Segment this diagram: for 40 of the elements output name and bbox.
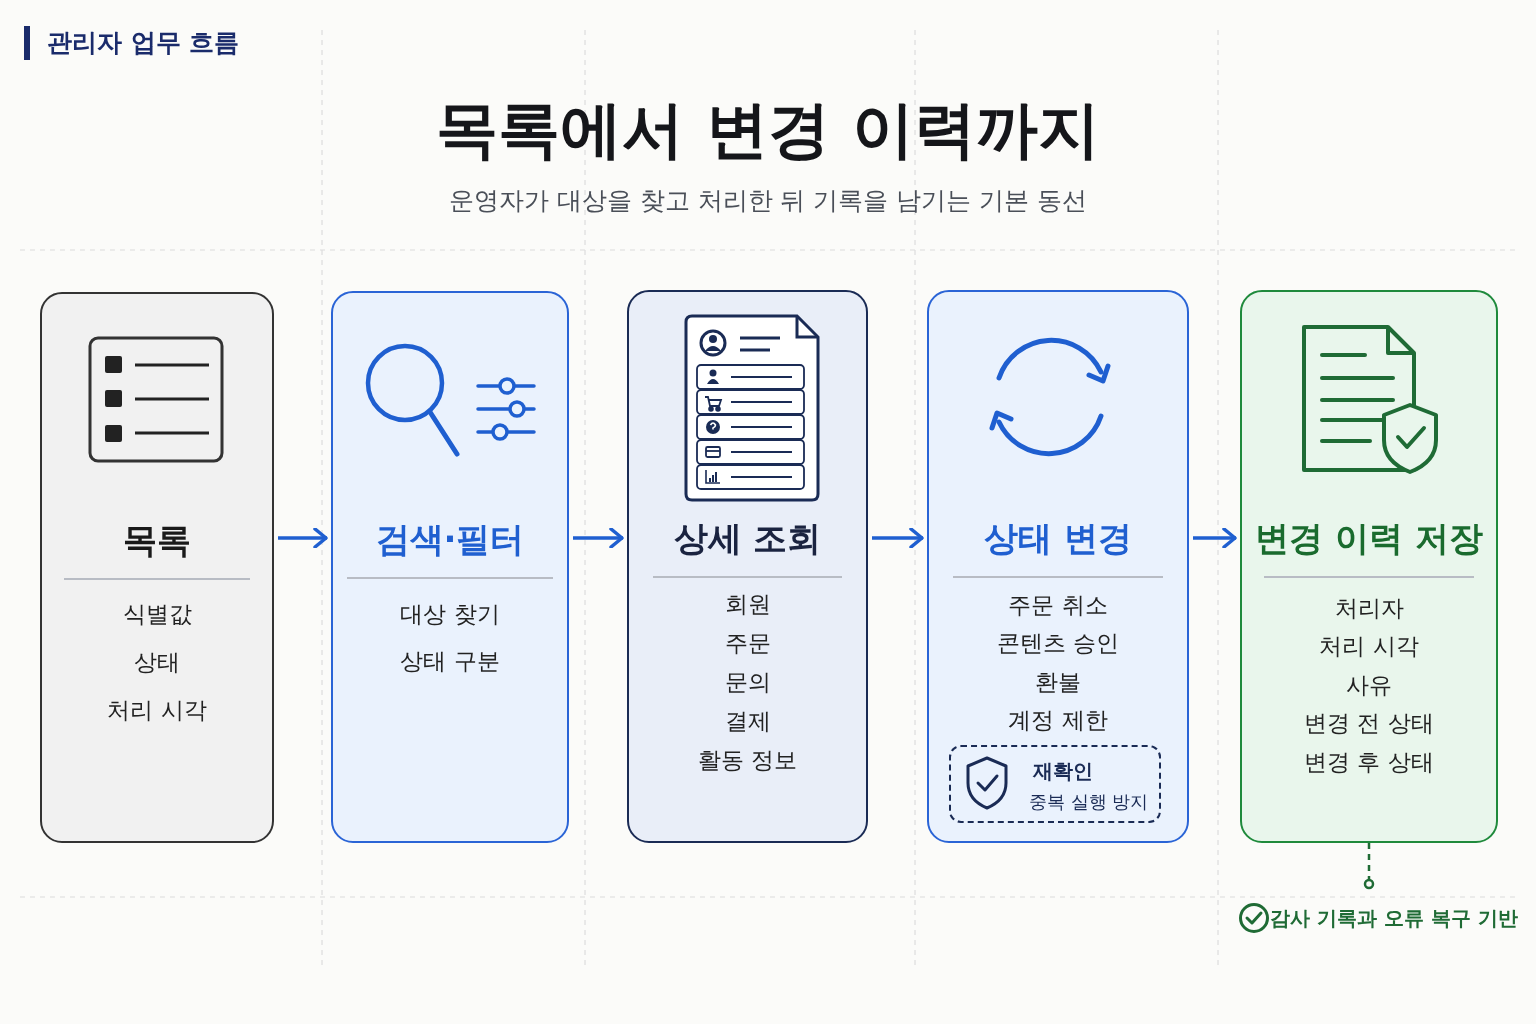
card-item: 계정 제한 [1008,706,1108,735]
card-item: 문의 [724,667,771,697]
note-text: 감사 기록과 오류 복구 기반 [1270,905,1518,932]
card-item: 주문 취소 [1008,590,1108,620]
card-item: 상태 구분 [400,646,500,676]
step-card [927,290,1189,843]
card-item: 콘텐츠 승인 [996,629,1120,658]
card-heading: 변경 이력 저장 [1255,517,1483,560]
step-card [1240,290,1498,843]
card-item: 대상 찾기 [400,599,500,629]
card-item: 회원 [724,589,771,619]
card-item: 결제 [724,706,771,736]
card-item: 사유 [1346,670,1392,700]
step-card [40,292,274,843]
title: 목록에서 변경 이력까지 [435,92,1101,168]
card-item: 처리자 [1334,593,1404,623]
card-item: 환불 [1035,667,1081,697]
card-item: 활동 정보 [697,745,798,775]
card-item: 처리 시각 [107,695,207,725]
section-tag: 관리자 업무 흐름 [47,25,240,61]
card-item: 식별값 [122,599,192,629]
card-item: 주문 [724,628,771,658]
card-heading: 상세 조회 [673,517,822,560]
card-heading: 목록 [123,519,191,562]
card-heading: 검색·필터 [375,518,525,561]
card-item: 처리 시각 [1319,632,1419,661]
card-item: 변경 후 상태 [1304,747,1434,777]
card-item: 변경 전 상태 [1304,709,1434,738]
card-item: 상태 [134,647,180,677]
dotted-connector [1363,843,1375,890]
card-heading: 상태 변경 [984,517,1132,560]
dashed-callout-box [949,745,1161,823]
arrow [1193,527,1237,549]
callout-heading: 재확인 [1033,758,1094,785]
arrow [573,527,624,549]
arrow [872,527,924,549]
step-card [331,291,569,843]
callout-text: 중복 실행 방지 [1029,790,1150,814]
arrow [278,527,328,549]
subtitle: 운영자가 대상을 찾고 처리한 뒤 기록을 남기는 기본 동선 [447,185,1089,217]
